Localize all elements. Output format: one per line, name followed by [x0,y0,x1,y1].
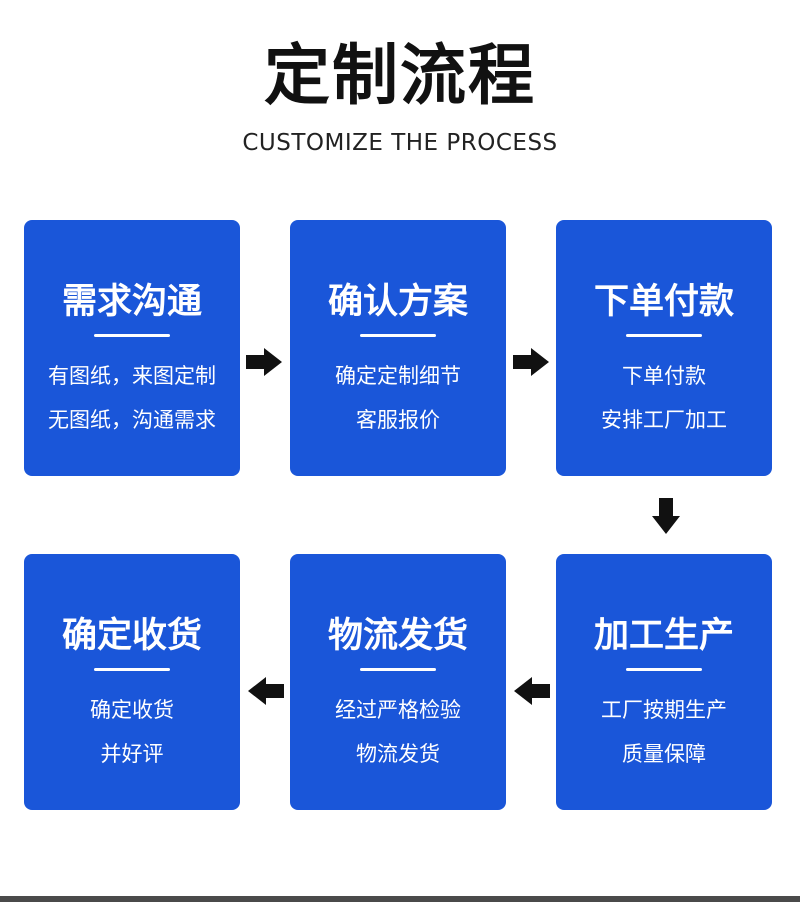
arrow-right-icon [246,348,282,376]
step-card-order-payment: 下单付款 下单付款 安排工厂加工 [556,220,772,476]
bottom-divider [0,896,800,902]
step-desc-line: 并好评 [100,742,164,766]
step-divider [94,668,170,671]
step-desc-line: 确定定制细节 [335,364,461,388]
step-desc-line: 工厂按期生产 [601,698,727,722]
step-divider [360,334,436,337]
step-desc-line: 确定收货 [90,698,174,722]
step-divider [626,668,702,671]
step-desc-line: 物流发货 [356,742,440,766]
step-divider [360,668,436,671]
step-title: 确认方案 [327,282,468,322]
step-desc-line: 安排工厂加工 [601,408,727,432]
step-desc-line: 质量保障 [622,742,706,766]
page-title: 定制流程 [264,37,536,114]
step-title: 需求沟通 [61,282,202,322]
step-card-logistics: 物流发货 经过严格检验 物流发货 [290,554,506,810]
step-title: 确定收货 [61,616,202,656]
arrow-left-icon [514,677,550,705]
step-desc-line: 经过严格检验 [335,698,461,722]
arrow-down-icon [652,498,680,534]
step-card-receipt: 确定收货 确定收货 并好评 [24,554,240,810]
arrow-right-icon [513,348,549,376]
step-divider [94,334,170,337]
step-divider [626,334,702,337]
step-card-requirements: 需求沟通 有图纸，来图定制 无图纸，沟通需求 [24,220,240,476]
step-desc-line: 客服报价 [356,408,440,432]
step-card-confirm-plan: 确认方案 确定定制细节 客服报价 [290,220,506,476]
step-title: 物流发货 [327,616,468,656]
step-desc-line: 有图纸，来图定制 [48,364,216,388]
step-desc-line: 下单付款 [622,364,706,388]
step-desc-line: 无图纸，沟通需求 [48,408,216,432]
arrow-left-icon [248,677,284,705]
step-title: 加工生产 [593,616,734,656]
step-card-production: 加工生产 工厂按期生产 质量保障 [556,554,772,810]
step-title: 下单付款 [593,282,734,322]
page-subtitle: CUSTOMIZE THE PROCESS [242,130,558,156]
